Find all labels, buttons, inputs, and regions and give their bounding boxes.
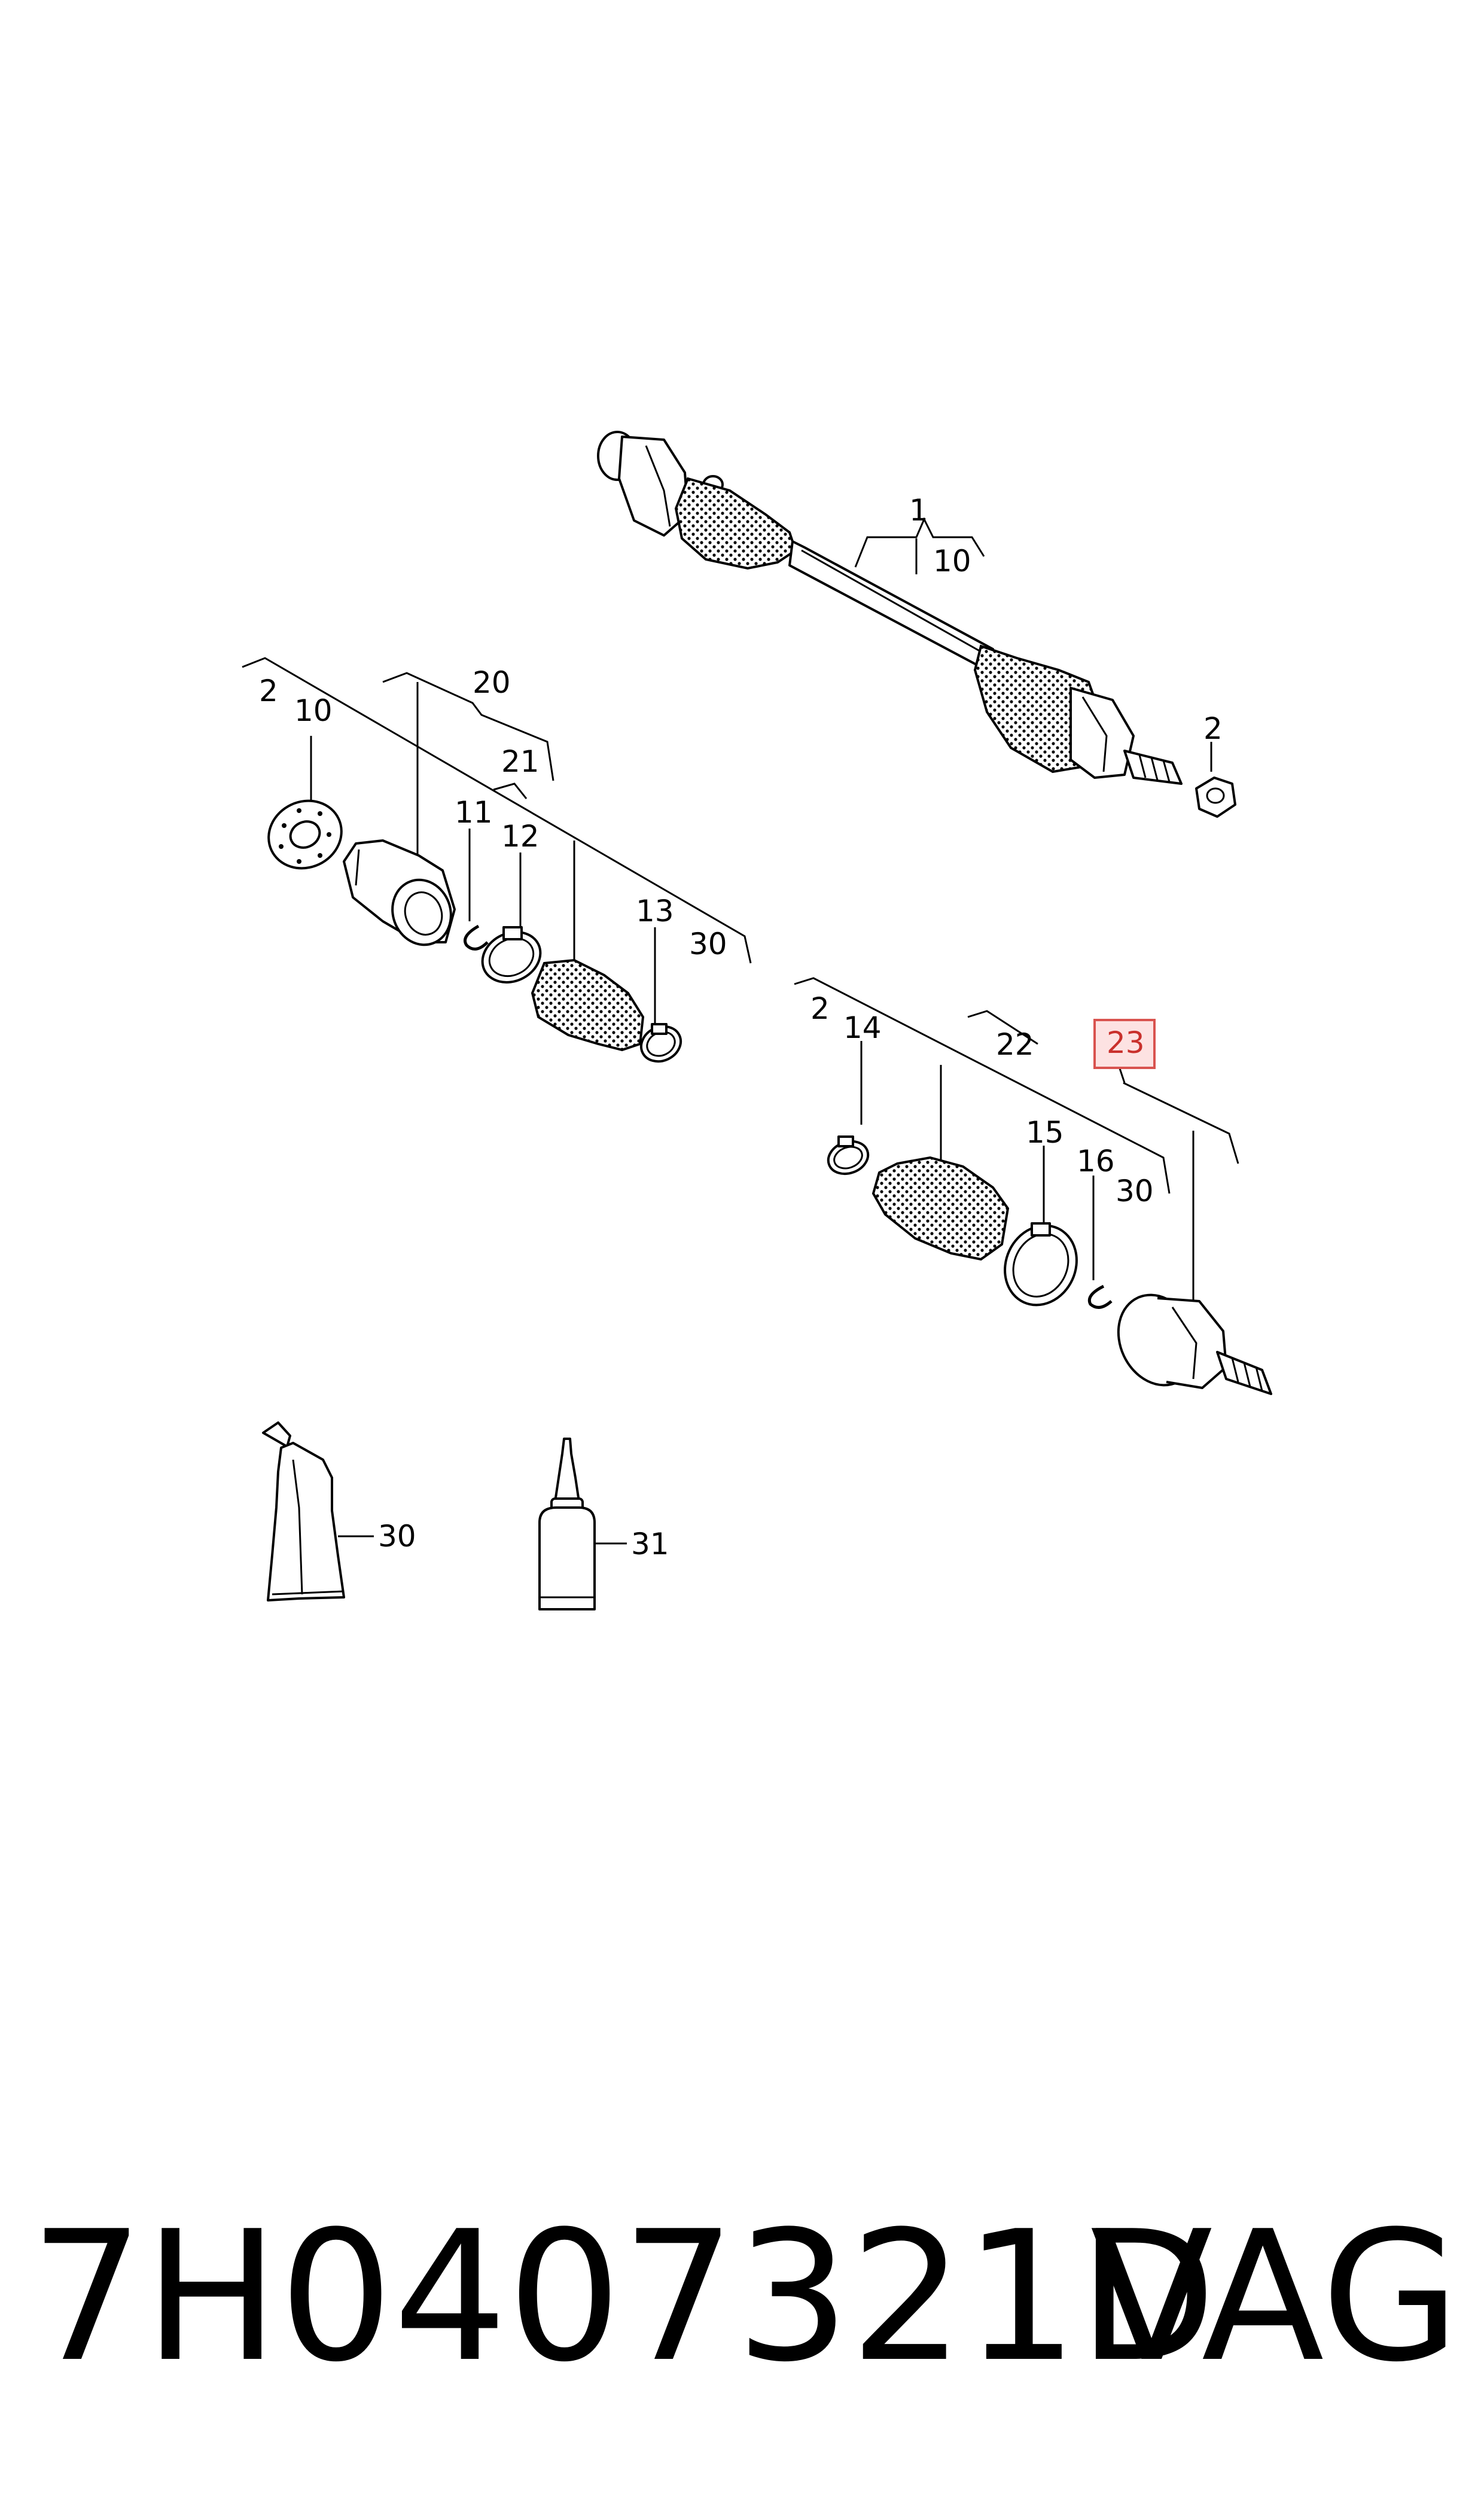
- footer: 7H0407321D VAG: [0, 2190, 1484, 2405]
- cv-boot-right: [871, 1156, 1010, 1261]
- callout-10-top: 10: [933, 544, 971, 578]
- callout-15: 15: [1026, 1115, 1064, 1150]
- bracket-lines-left: [242, 657, 752, 1023]
- callout-30-tube: 30: [378, 1519, 416, 1554]
- part-number: 7H0407321D: [30, 2193, 1217, 2401]
- hose-clamp-small-right: [827, 1135, 870, 1176]
- hose-clamp-small: [639, 1023, 682, 1063]
- callout-22: 22: [996, 1027, 1034, 1062]
- callout-2-top-right: 2: [1203, 711, 1223, 746]
- callout-30-left: 30: [689, 927, 727, 961]
- outer-cv-joint: [1117, 1293, 1272, 1395]
- flange-seal-ring: [267, 799, 343, 870]
- brand-name: VAG: [1090, 2193, 1460, 2401]
- callout-23: 23: [1107, 1025, 1145, 1060]
- hose-clamp-large: [481, 926, 542, 984]
- callout-11: 11: [455, 795, 493, 830]
- circlip: [464, 924, 489, 951]
- grease-tube: [262, 1421, 345, 1601]
- callout-10-left: 10: [294, 693, 333, 728]
- callout-14: 14: [843, 1010, 882, 1045]
- callout-1: 1: [909, 493, 928, 528]
- callout-20: 20: [473, 665, 511, 700]
- callout-12: 12: [501, 819, 540, 854]
- highlight-box-23: [1093, 1019, 1156, 1069]
- callout-group-top: [854, 517, 1212, 772]
- oil-bottle: [538, 1438, 596, 1610]
- callout-13: 13: [636, 894, 674, 928]
- callout-2-mid: 2: [810, 991, 830, 1026]
- circlip-right: [1087, 1284, 1113, 1309]
- cv-boot-left: [531, 958, 645, 1052]
- callout-21: 21: [501, 744, 540, 779]
- callout-30-mid: 30: [1116, 1174, 1154, 1208]
- axle-nut: [1195, 777, 1236, 818]
- drive-shaft-assembly: [597, 431, 1183, 785]
- callout-31: 31: [631, 1527, 669, 1561]
- callout-2-left: 2: [259, 674, 278, 708]
- hose-clamp-large-right: [1004, 1222, 1078, 1307]
- callout-16: 16: [1077, 1144, 1115, 1179]
- inner-cv-joint: [343, 839, 456, 946]
